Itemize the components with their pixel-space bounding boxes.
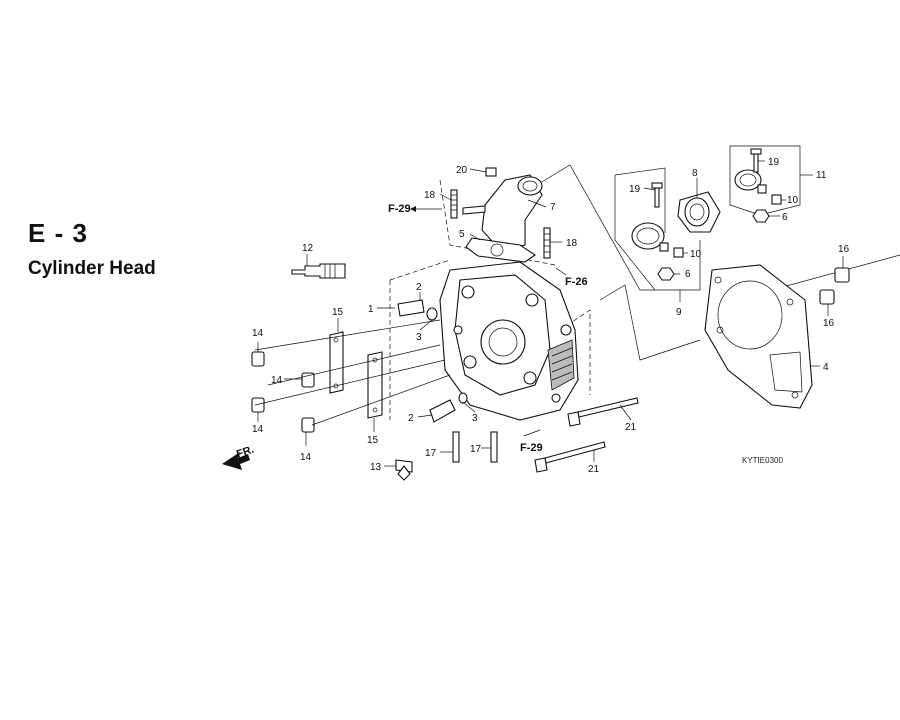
callout-19: 19 (768, 157, 780, 168)
dowel-pin-14 (301, 417, 315, 433)
callout-3: 3 (416, 332, 422, 343)
reference-markers: F-29 F-26 F-29 (388, 203, 588, 454)
cam-chain-guide-left (329, 331, 344, 394)
o-ring-3 (458, 392, 468, 404)
bolt-21 (534, 441, 606, 473)
callout-4: 4 (823, 362, 829, 373)
reference-f29: F-29 (388, 203, 411, 215)
callout-21: 21 (625, 422, 637, 433)
callout-6: 6 (782, 212, 788, 223)
band-clamp (734, 169, 767, 194)
callout-14: 14 (252, 328, 264, 339)
front-direction-marker: FR. (222, 443, 256, 470)
callout-17: 17 (470, 444, 482, 455)
leader-lines (254, 160, 844, 467)
cylinder-head (439, 261, 579, 421)
stud-17 (490, 431, 498, 463)
callout-10: 10 (690, 249, 702, 260)
callout-14: 14 (271, 375, 283, 386)
callout-2: 2 (416, 282, 422, 293)
callout-17: 17 (425, 448, 437, 459)
dowel-pin-14 (251, 397, 265, 413)
screw-19 (750, 148, 762, 173)
diagram-code: KYTIE0300 (742, 456, 783, 465)
section-title: E - 3 (28, 218, 88, 248)
dowel-pin-14 (301, 372, 315, 388)
boundary-line (599, 284, 701, 361)
callout-9: 9 (676, 307, 682, 318)
bolt-20 (485, 167, 497, 177)
stud-17 (452, 431, 460, 463)
callout-14: 14 (252, 424, 264, 435)
bracket-group-11 (729, 145, 801, 216)
band-clamp (631, 222, 669, 252)
callout-20: 20 (456, 165, 468, 176)
callout-13: 13 (370, 462, 382, 473)
intake-gasket (465, 237, 536, 263)
callout-3: 3 (472, 413, 478, 424)
boundary-line (539, 164, 655, 291)
o-ring-3 (426, 307, 438, 321)
callout-5: 5 (459, 229, 465, 240)
stud-pipe-2 (397, 299, 425, 317)
cylinder-head-gasket (704, 264, 813, 409)
dowel-pin-16 (819, 289, 835, 305)
stud-18-lower (543, 227, 551, 259)
callout-14: 14 (300, 452, 312, 463)
dowel-pin-14 (251, 351, 265, 367)
stud-pipe-2 (429, 399, 456, 423)
bolt-13 (395, 459, 413, 481)
callout-16: 16 (838, 244, 850, 255)
section-subtitle: Cylinder Head (28, 258, 156, 279)
callout-10: 10 (787, 195, 799, 206)
dowel-pin-16 (834, 267, 850, 283)
callout-numbers: 1 2 2 3 3 4 5 6 6 7 8 9 10 10 11 12 13 1… (252, 157, 850, 475)
reference-f29-lower: F-29 (520, 442, 543, 454)
callout-15: 15 (367, 435, 379, 446)
callout-15: 15 (332, 307, 344, 318)
callout-6: 6 (685, 269, 691, 280)
callout-16: 16 (823, 318, 835, 329)
intake-insulator (677, 191, 721, 233)
callout-12: 12 (302, 243, 314, 254)
callout-7: 7 (550, 202, 556, 213)
callout-11: 11 (816, 170, 827, 181)
nut-6 (657, 267, 675, 281)
bracket-group-9 (614, 167, 701, 291)
bolt-7-screw (462, 205, 486, 215)
callout-21: 21 (588, 464, 600, 475)
reference-f26: F-26 (565, 276, 588, 288)
bolt-21 (567, 397, 639, 427)
nut-6 (752, 209, 770, 223)
callout-19: 19 (629, 184, 641, 195)
callout-18: 18 (424, 190, 436, 201)
intake-pipe (481, 174, 543, 251)
nut-10 (673, 247, 684, 258)
callout-18: 18 (566, 238, 578, 249)
callout-2: 2 (408, 413, 414, 424)
cam-chain-guide-right (367, 351, 383, 419)
callout-8: 8 (692, 168, 698, 179)
front-arrow-icon (222, 452, 250, 470)
spark-plug (291, 263, 346, 279)
callout-1: 1 (368, 304, 374, 315)
nut-10 (771, 194, 782, 205)
front-label: FR. (235, 443, 256, 460)
stud-18-upper (450, 189, 458, 219)
screw-19 (651, 182, 663, 208)
